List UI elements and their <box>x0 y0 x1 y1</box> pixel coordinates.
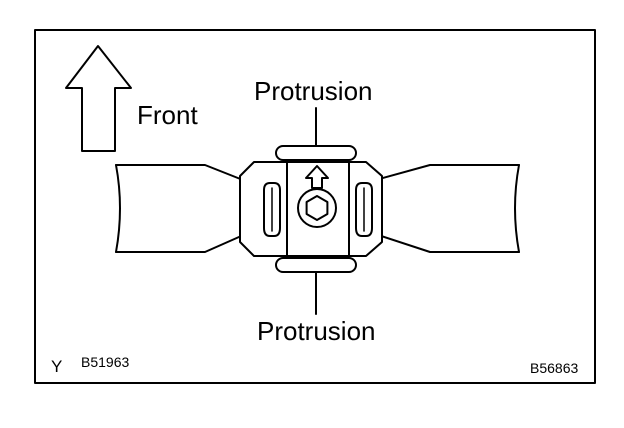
corner-letter: Y <box>51 357 63 376</box>
front-label: Front <box>137 100 198 130</box>
front-arrow-icon <box>65 45 132 152</box>
buckle-body <box>239 161 383 257</box>
bolt-outer-ring <box>297 188 337 228</box>
protrusion-bottom-shape <box>275 257 357 273</box>
left-belt-cut-end <box>115 164 121 253</box>
protrusion-top-shape <box>275 145 357 161</box>
hex-bolt-icon <box>305 195 329 221</box>
reference-code-right: B56863 <box>530 360 579 376</box>
right-belt-cut-end <box>514 164 520 253</box>
reference-code-left: B51963 <box>81 354 130 370</box>
protrusion-bottom-label: Protrusion <box>257 316 376 346</box>
protrusion-top-label: Protrusion <box>254 76 373 106</box>
buckle-slot-right <box>355 182 373 237</box>
buckle-slot-left <box>263 182 281 237</box>
